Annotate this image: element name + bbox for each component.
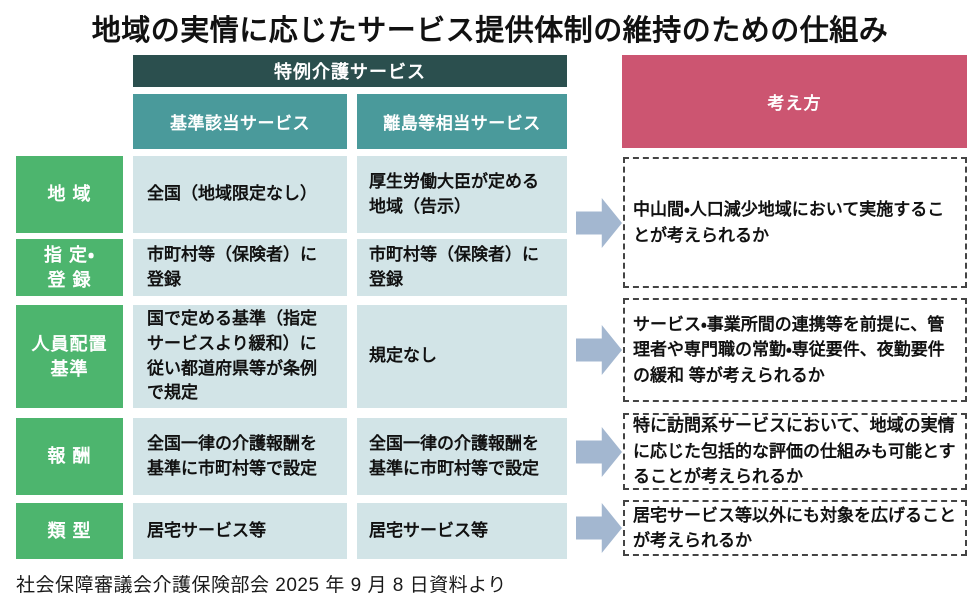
cell-ruikei-rito: 居宅サービス等 xyxy=(357,503,567,559)
cell-ruikei-kijun: 居宅サービス等 xyxy=(133,503,347,559)
row-label-chiiki: 地 域 xyxy=(16,156,123,233)
row-label-shitei-toroku: 指 定・ 登 録 xyxy=(16,239,123,296)
consideration-box-region: 中山間・人口減少地域において実施することが考えられるか xyxy=(623,157,967,288)
cell-hoshu-rito: 全国一律の介護報酬を基準に市町村等で設定 xyxy=(357,418,567,495)
cell-jinin-kijun: 国で定める基準（指定サービスより緩和）に従い都道府県等が条例で規定 xyxy=(133,305,347,408)
consideration-box-category: 居宅サービス等以外にも対象を広げることが考えられるか xyxy=(623,500,967,556)
row-label-ruikei: 類 型 xyxy=(16,503,123,559)
consideration-box-remuneration: 特に訪問系サービスにおいて、地域の実情に応じた包括的な評価の仕組みも可能とするこ… xyxy=(623,413,967,490)
source-caption: 社会保障審議会介護保険部会 2025 年 9 月 8 日資料より xyxy=(16,574,507,596)
row-label-hoshu: 報 酬 xyxy=(16,418,123,495)
right-arrow-icon xyxy=(576,325,622,375)
cell-jinin-rito: 規定なし xyxy=(357,305,567,408)
column-header-kijun-gaito: 基準該当サービス xyxy=(133,94,347,149)
right-arrow-icon xyxy=(576,503,622,553)
cell-hoshu-kijun: 全国一律の介護報酬を基準に市町村等で設定 xyxy=(133,418,347,495)
cell-chiiki-kijun: 全国（地域限定なし） xyxy=(133,156,347,233)
right-arrow-icon xyxy=(576,198,622,248)
group-header-tokurei-kaigo-service: 特例介護サービス xyxy=(133,55,567,87)
cell-shitei-rito: 市町村等（保険者）に登録 xyxy=(357,239,567,296)
cell-chiiki-rito: 厚生労働大臣が定める地域（告示） xyxy=(357,156,567,233)
column-header-kangaekata: 考え方 xyxy=(622,55,967,148)
right-arrow-icon xyxy=(576,427,622,477)
page-title: 地域の実情に応じたサービス提供体制の維持のための仕組み xyxy=(91,15,889,47)
consideration-box-staffing: サービス・事業所間の連携等を前提に、管理者や専門職の常勤・専従要件、夜勤要件の緩… xyxy=(623,298,967,402)
column-header-rito-soto: 離島等相当サービス xyxy=(357,94,567,149)
row-label-jinin-haichi: 人員配置 基準 xyxy=(16,305,123,408)
cell-shitei-kijun: 市町村等（保険者）に登録 xyxy=(133,239,347,296)
